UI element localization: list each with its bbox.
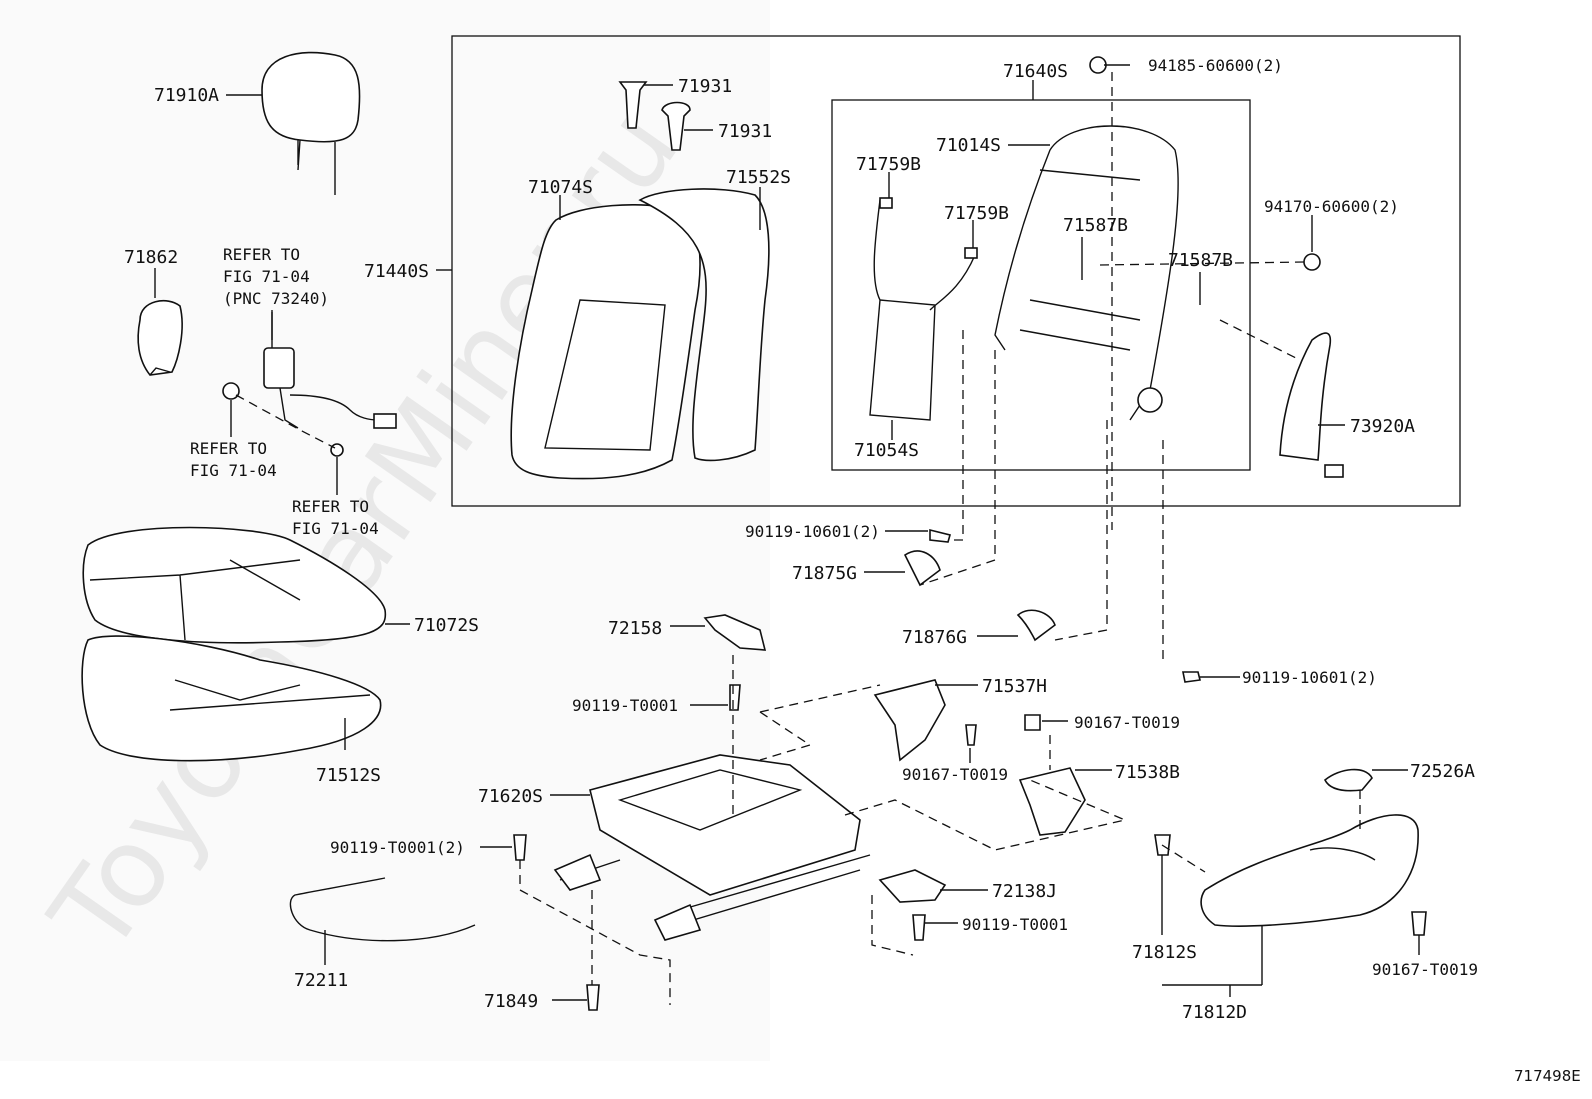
label-72211: 72211 [294, 970, 348, 991]
label-71538B: 71538B [1115, 762, 1180, 783]
label-refer-2-line1: REFER TO [190, 439, 267, 458]
label-refer-1-line2: FIG 71-04 [223, 267, 310, 286]
lever-72526A-part [1323, 768, 1373, 792]
side-airbag-part [1279, 332, 1344, 478]
label-refer-1-line3: (PNC 73240) [223, 289, 329, 308]
label-71054S: 71054S [854, 440, 919, 461]
label-71812D: 71812D [1182, 1002, 1247, 1023]
bracket-72158-part [703, 614, 767, 651]
headrest-part [261, 51, 361, 195]
label-71931-a: 71931 [678, 76, 732, 97]
lumbar-support-part [869, 197, 978, 421]
figure-code: 717498E [1514, 1067, 1581, 1085]
label-71587B-a: 71587B [1063, 215, 1128, 236]
wire-72211-part [289, 877, 476, 942]
label-72138J: 72138J [992, 881, 1057, 902]
label-90167-T0019-c: 90167-T0019 [1372, 960, 1478, 979]
headrest-guide-parts [618, 81, 691, 151]
label-71759B-a: 71759B [856, 154, 921, 175]
seat-cushion-cover-part [82, 526, 387, 644]
hinge-cover-parts [903, 550, 1056, 642]
cover-71537H-part [873, 679, 946, 762]
label-71910A: 71910A [154, 85, 219, 106]
label-72158: 72158 [608, 618, 662, 639]
seatback-cover-part [510, 204, 701, 480]
label-refer-3-line1: REFER TO [292, 497, 369, 516]
cover-71538B-part [1018, 767, 1086, 836]
label-90119-T0001-b: 90119-T0001(2) [330, 838, 465, 857]
label-71876G: 71876G [902, 627, 967, 648]
bezel-cover-part [137, 299, 183, 376]
label-71620S: 71620S [478, 786, 543, 807]
seatback-frame-box [831, 99, 1251, 471]
label-90167-T0019-a: 90167-T0019 [902, 765, 1008, 784]
bracket-72138J-part [878, 869, 947, 903]
seat-belt-buckle-part [222, 312, 397, 457]
label-71812S: 71812S [1132, 942, 1197, 963]
label-71849: 71849 [484, 991, 538, 1012]
label-94170-60600: 94170-60600(2) [1264, 197, 1399, 216]
seat-side-shield-part [1200, 814, 1419, 927]
seatback-pad-part [638, 188, 770, 462]
fastener-parts [513, 56, 1427, 1011]
label-71440S: 71440S [364, 261, 429, 282]
label-71072S: 71072S [414, 615, 479, 636]
label-94185-60600: 94185-60600(2) [1148, 56, 1283, 75]
label-90119-T0001-a: 90119-T0001 [572, 696, 678, 715]
part-labels: 71910A 71862 REFER TO FIG 71-04 (PNC 732… [124, 56, 1478, 1023]
label-71640S: 71640S [1003, 61, 1068, 82]
label-refer-1-line1: REFER TO [223, 245, 300, 264]
label-71759B-b: 71759B [944, 203, 1009, 224]
label-90119-10601-a: 90119-10601(2) [745, 522, 880, 541]
dashed-alignment-lines [235, 72, 1361, 1005]
label-71931-b: 71931 [718, 121, 772, 142]
seatback-frame-part [994, 125, 1179, 421]
seat-adjuster-part [553, 754, 871, 941]
label-90119-T0001-c: 90119-T0001 [962, 915, 1068, 934]
label-71875G: 71875G [792, 563, 857, 584]
label-71552S: 71552S [726, 167, 791, 188]
label-73920A: 73920A [1350, 416, 1415, 437]
label-71537H: 71537H [982, 676, 1047, 697]
label-72526A: 72526A [1410, 761, 1475, 782]
label-refer-3-line2: FIG 71-04 [292, 519, 379, 538]
label-refer-2-line2: FIG 71-04 [190, 461, 277, 480]
seatback-assembly-box [451, 35, 1461, 507]
label-71587B-b: 71587B [1168, 250, 1233, 271]
label-71074S: 71074S [528, 177, 593, 198]
leader-lines [154, 64, 1420, 1001]
seat-cushion-pad-part [81, 635, 382, 762]
label-90167-T0019-b: 90167-T0019 [1074, 713, 1180, 732]
label-90119-10601-b: 90119-10601(2) [1242, 668, 1377, 687]
label-71512S: 71512S [316, 765, 381, 786]
label-71014S: 71014S [936, 135, 1001, 156]
label-71862: 71862 [124, 247, 178, 268]
